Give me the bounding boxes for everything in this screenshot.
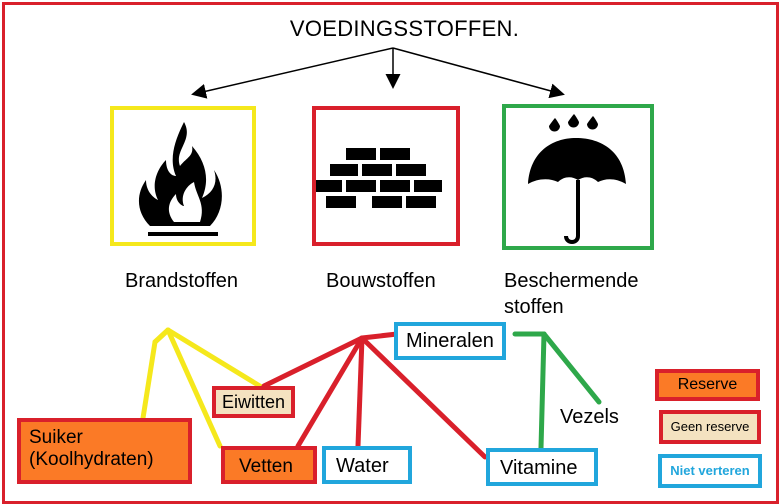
legend-reserve: Reserve [655, 369, 760, 401]
fire-icon [138, 122, 222, 236]
legend-geen-reserve: Geen reserve [659, 410, 761, 444]
bescherm-label-line2: stoffen [504, 296, 564, 318]
bescherm-box [502, 104, 654, 250]
bouw-lines [261, 331, 488, 460]
title-arrows [191, 47, 565, 99]
brand-box [110, 106, 256, 246]
suiker-tag: Suiker (Koolhydraten) [17, 418, 192, 484]
mineralen-tag: Mineralen [394, 322, 506, 360]
bescherm-lines [512, 331, 602, 451]
suiker-line1: Suiker [29, 427, 83, 448]
brand-lines [140, 327, 266, 449]
bescherm-label: Beschermende stoffen [504, 268, 639, 320]
eiwitten-tag: Eiwitten [212, 386, 296, 418]
bescherm-label-line1: Beschermende [504, 270, 639, 292]
vetten-tag: Vetten [221, 446, 317, 484]
suiker-line2: (Koolhydraten) [29, 449, 154, 470]
page-title: VOEDINGSSTOFFEN. [289, 16, 520, 41]
umbrella-icon [528, 114, 626, 244]
bouw-label: Bouwstoffen [326, 270, 436, 292]
bricks-icon [316, 148, 442, 208]
brand-label: Brandstoffen [125, 270, 239, 292]
water-tag: Water [322, 446, 412, 484]
bouw-box [312, 106, 460, 246]
vezels-label: Vezels [560, 406, 619, 428]
vitamine-tag: Vitamine [486, 448, 598, 486]
legend-niet-verteren: Niet verteren [658, 454, 762, 488]
